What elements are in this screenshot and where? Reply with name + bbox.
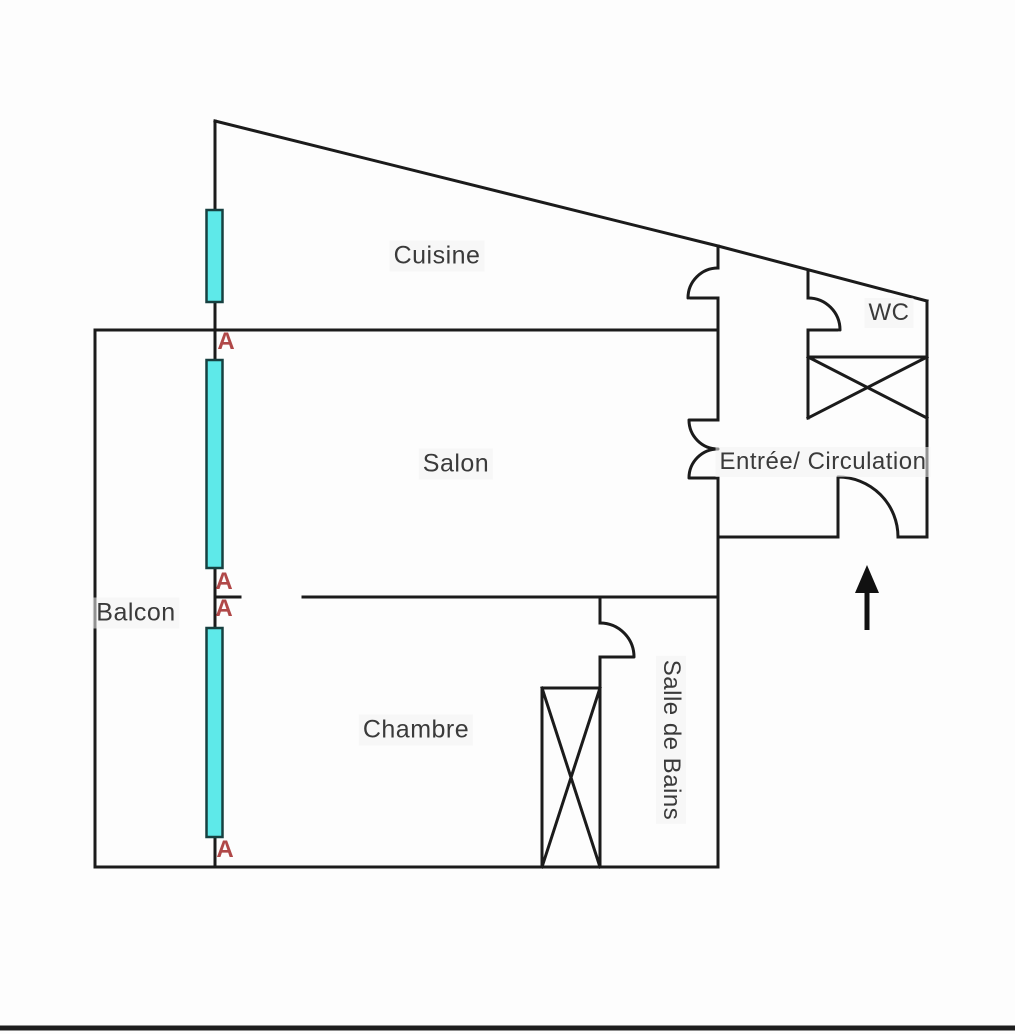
window-chambre (205, 626, 224, 839)
section-marker-a-3: A (215, 595, 233, 622)
entrance-arrow-icon (855, 565, 879, 630)
windows (205, 208, 224, 839)
wc-fixture-box (805, 354, 930, 421)
door-wc (806, 296, 842, 332)
walls (93, 119, 929, 869)
door-entrance (836, 475, 900, 539)
doors (598, 266, 900, 659)
room-label-entree: Entrée/ Circulation (715, 447, 931, 477)
door-salle-de-bains (598, 621, 636, 659)
room-label-balcon: Balcon (92, 597, 180, 629)
section-marker-a-4: A (216, 836, 234, 863)
section-marker-a-2: A (215, 568, 233, 595)
room-label-cuisine: Cuisine (389, 240, 485, 272)
section-marker-a-1: A (217, 328, 235, 355)
window-salon (205, 358, 224, 570)
room-label-salon: Salon (418, 448, 494, 480)
room-label-wc: WC (864, 298, 914, 328)
wall-north-slant (213, 119, 929, 303)
chambre-closet-box (540, 686, 602, 869)
room-label-chambre: Chambre (358, 714, 474, 746)
fixtures (540, 354, 930, 869)
room-label-salle-de-bains: Salle de Bains (656, 655, 686, 825)
door-cuisine (686, 266, 720, 300)
window-cuisine (205, 208, 224, 304)
door-salon-double (687, 418, 720, 480)
